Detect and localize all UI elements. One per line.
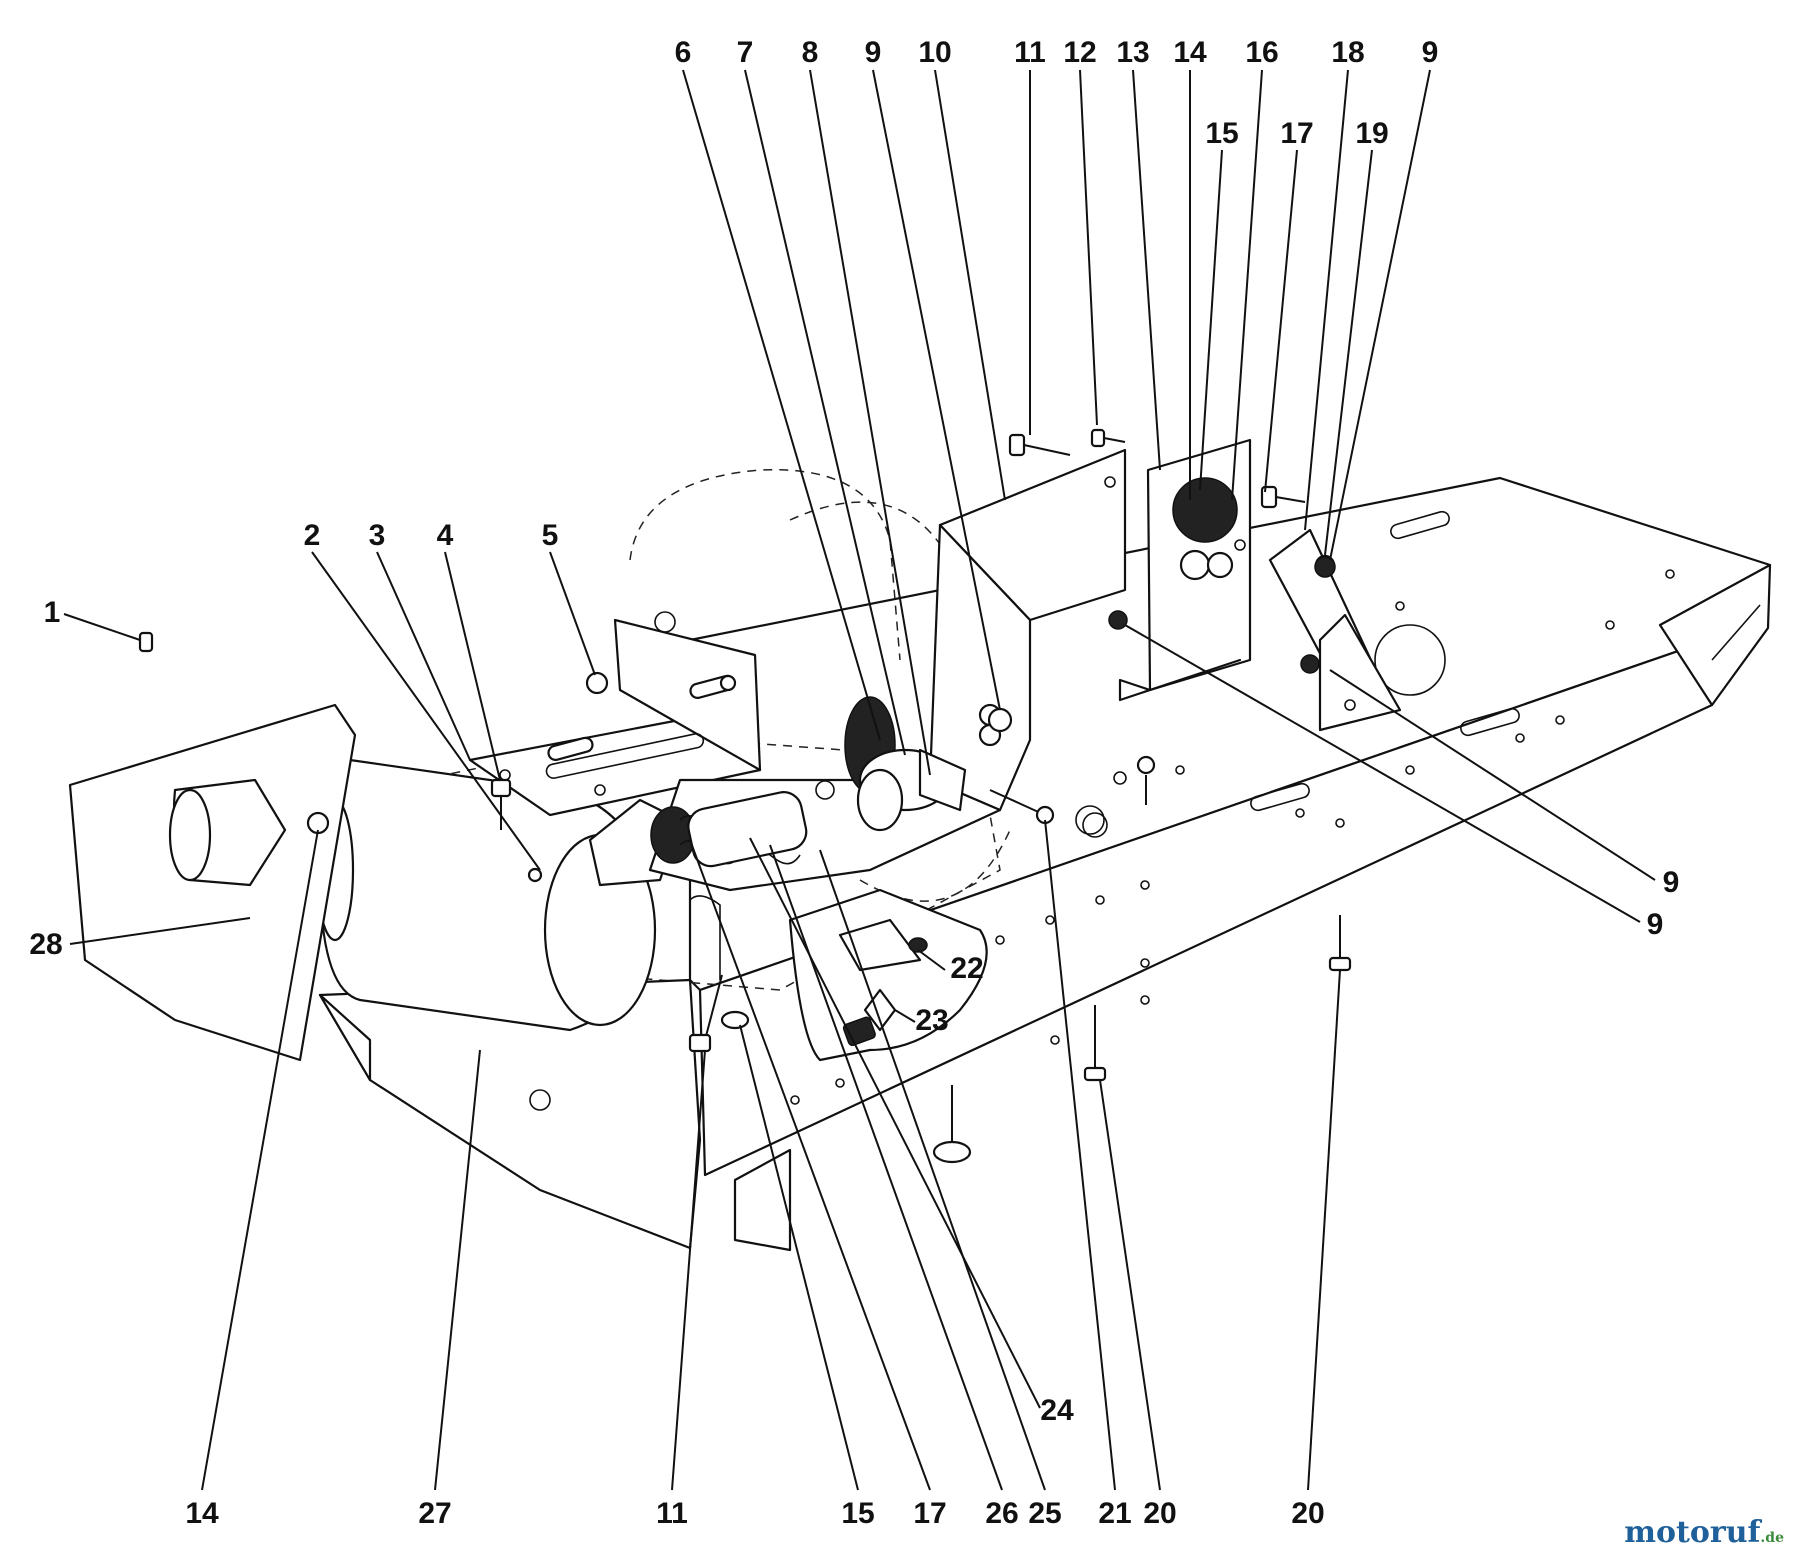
callout-28: 28: [29, 928, 62, 961]
mount-bracket: [468, 611, 762, 817]
callout-5: 5: [542, 519, 559, 552]
callout-4: 4: [437, 519, 454, 552]
callout-11: 11: [656, 1497, 688, 1530]
callout-7: 7: [737, 36, 754, 69]
callout-16: 16: [1245, 36, 1278, 69]
callout-26: 26: [985, 1497, 1018, 1530]
callout-27: 27: [418, 1497, 451, 1530]
callout-19: 19: [1355, 117, 1388, 150]
hardware: [138, 428, 1352, 1164]
callout-10: 10: [918, 36, 951, 69]
watermark-logo: motoruf.de: [1624, 1515, 1784, 1550]
heat-shield: [68, 703, 357, 1062]
callout-20: 20: [1143, 1497, 1176, 1530]
gear-assembly: [815, 696, 1002, 832]
callout-22: 22: [950, 952, 983, 985]
lower-shroud: [318, 978, 792, 1252]
muffler: [315, 758, 682, 1032]
callout-17: 17: [1280, 117, 1313, 150]
callout-6: 6: [675, 36, 692, 69]
callout-11: 11: [1014, 36, 1046, 69]
callout-20: 20: [1291, 1497, 1324, 1530]
callout-9: 9: [865, 36, 882, 69]
callout-21: 21: [1098, 1497, 1131, 1530]
callout-23: 23: [915, 1004, 948, 1037]
spring: [650, 791, 808, 980]
callout-1: 1: [44, 596, 61, 629]
callout-labels: 6 7 8 9 10 11 12 13 14 16 18 9 15 17 19 …: [29, 36, 1679, 1530]
callout-15: 15: [1205, 117, 1238, 150]
callout-24: 24: [1040, 1394, 1074, 1427]
watermark-main: motoruf: [1624, 1515, 1761, 1550]
callout-25: 25: [1028, 1497, 1061, 1530]
callout-8: 8: [802, 36, 819, 69]
callout-9: 9: [1422, 36, 1439, 69]
callout-3: 3: [369, 519, 386, 552]
callout-2: 2: [304, 519, 321, 552]
callout-17: 17: [913, 1497, 946, 1530]
callout-15: 15: [841, 1497, 874, 1530]
callout-14: 14: [185, 1497, 219, 1530]
callout-9: 9: [1647, 908, 1664, 941]
leader-lines: [63, 69, 1656, 1491]
callout-12: 12: [1063, 36, 1096, 69]
watermark-tld: .de: [1760, 1530, 1784, 1546]
callout-13: 13: [1116, 36, 1149, 69]
callout-14: 14: [1173, 36, 1207, 69]
callout-9: 9: [1663, 866, 1680, 899]
callout-18: 18: [1331, 36, 1364, 69]
